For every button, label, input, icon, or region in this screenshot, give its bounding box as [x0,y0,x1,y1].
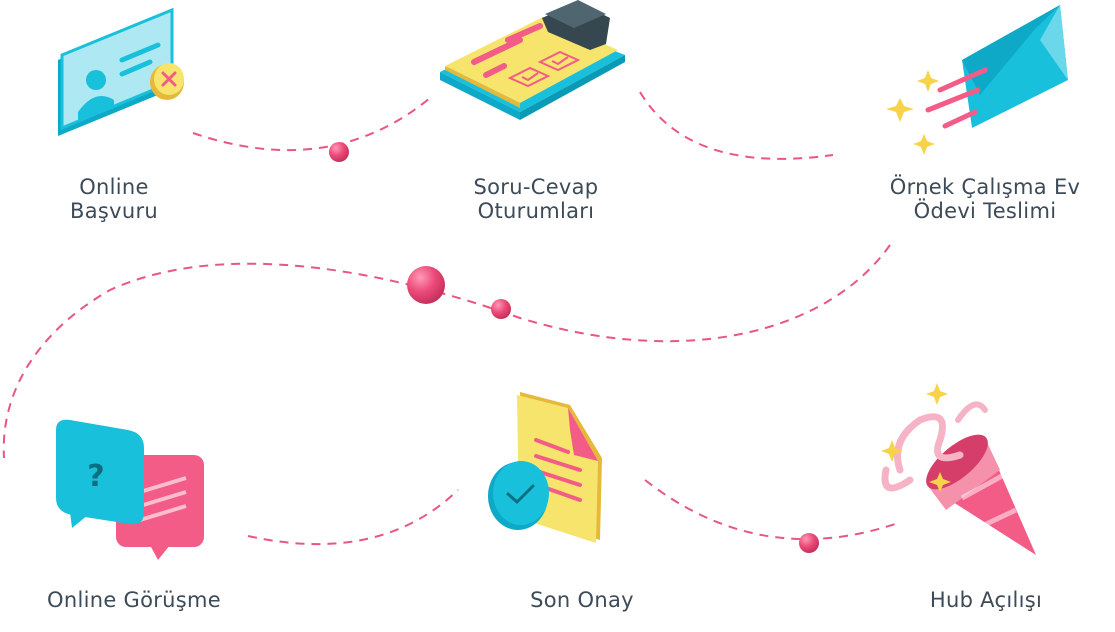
path-node [491,299,511,319]
connector-3-4 [2,244,891,459]
path-nodes [329,142,819,553]
step-label-hub-acilisi: Hub Açılışı [856,588,1115,612]
step-label-line: Soru-Cevap [473,175,599,199]
step-label-line: Son Onay [530,588,634,612]
connector-2-3 [639,91,834,160]
step-label-line: Örnek Çalışma Ev [889,175,1081,199]
step-label-line: Ödevi Teslimi [913,199,1057,223]
step-label-line: Başvuru [70,199,158,223]
path-node [329,142,349,162]
connector-4-5 [247,489,459,545]
step-label-line: Online [79,175,149,199]
step-label-line: Oturumları [477,199,595,223]
svg-text:?: ? [87,459,104,494]
step-label-line: Online Görüşme [47,588,221,612]
clipboard-icon [440,0,625,120]
path-node [799,533,819,553]
step-label-line: Hub Açılışı [929,588,1043,612]
step-label-son-onay: Son Onay [452,588,712,612]
envelope-icon [886,5,1068,155]
step-label-ornek-calisma: Örnek Çalışma Ev Ödevi Teslimi [855,175,1115,223]
chat-bubbles-icon: ? [56,419,204,560]
step-label-soru-cevap: Soru-Cevap Oturumları [406,175,666,223]
step-label-online-gorusme: Online Görüşme [4,588,264,612]
id-card-icon [58,7,184,136]
connector-5-6 [644,479,899,541]
party-popper-icon [881,383,1036,555]
approved-document-icon [488,392,602,543]
step-label-online-basvuru: Online Başvuru [0,175,244,223]
connector-1-2 [192,97,431,152]
path-node [407,266,445,304]
